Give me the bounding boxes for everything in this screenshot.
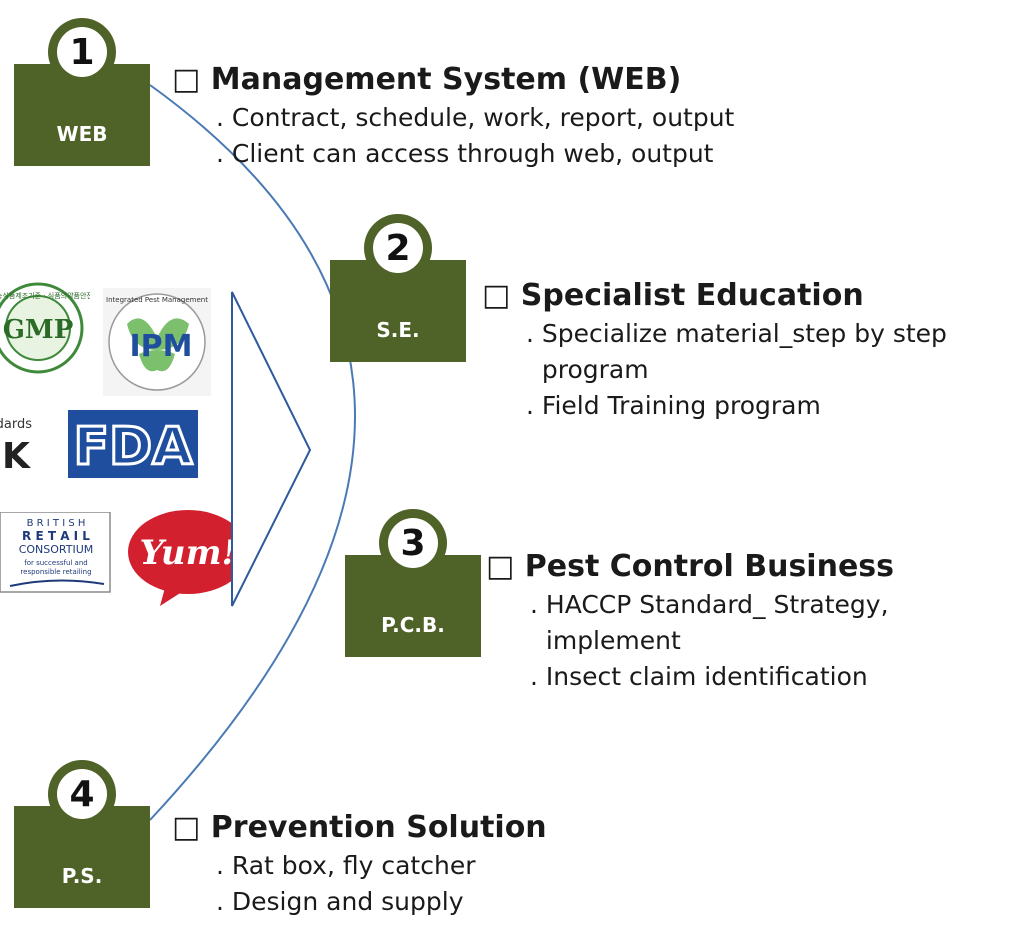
step-section-4: □ Prevention Solution . Rat box, fly cat… bbox=[172, 808, 547, 920]
step-number-4: 4 bbox=[57, 769, 107, 819]
brc-line: B R I T I S H bbox=[27, 518, 86, 529]
arc-path bbox=[149, 84, 356, 821]
step-line: . Design and supply bbox=[216, 887, 464, 916]
step-number-3: 3 bbox=[388, 518, 438, 568]
step-tag-1: WEB bbox=[56, 122, 108, 146]
step-line: . Specialize material_step by step bbox=[526, 319, 947, 348]
badge-square bbox=[345, 555, 481, 657]
yum-logo: Yum! bbox=[126, 508, 250, 608]
step-line: . Client can access through web, output bbox=[216, 139, 714, 168]
step-heading-1: □ Management System (WEB) bbox=[172, 62, 682, 97]
step-section-2: □ Specialist Education . Specialize mate… bbox=[482, 276, 947, 424]
step-line: . Rat box, fly catcher bbox=[216, 851, 476, 880]
fda-logo: FDA bbox=[68, 410, 198, 478]
standards-logo: dards K bbox=[0, 408, 34, 476]
badge-square bbox=[14, 806, 150, 908]
badge-square bbox=[14, 64, 150, 166]
yum-label: Yum! bbox=[140, 533, 237, 573]
step-section-1: □ Management System (WEB) . Contract, sc… bbox=[172, 60, 734, 172]
step-line: . HACCP Standard_ Strategy, bbox=[530, 590, 889, 619]
step-badge-3: 3 P.C.B. bbox=[345, 509, 481, 657]
gmp-logo: GMP 건강기능식품제조기준 · 식품의약품안전청 bbox=[0, 282, 90, 374]
brc-line: for successful and bbox=[24, 559, 87, 567]
badge-square bbox=[330, 260, 466, 362]
step-number-2: 2 bbox=[373, 223, 423, 273]
brc-logo: B R I T I S H R E T A I L CONSORTIUM for… bbox=[0, 512, 112, 594]
step-tag-2: S.E. bbox=[376, 318, 420, 342]
gmp-ring-text: 건강기능식품제조기준 · 식품의약품안전청 bbox=[0, 291, 90, 300]
brc-line: CONSORTIUM bbox=[19, 543, 94, 556]
ipm-label: IPM bbox=[129, 329, 192, 364]
step-badge-4: 4 P.S. bbox=[14, 760, 150, 908]
step-badge-1: 1 WEB bbox=[14, 18, 150, 166]
step-line: . Contract, schedule, work, report, outp… bbox=[216, 103, 735, 132]
brc-line: R E T A I L bbox=[22, 529, 90, 543]
standards-label: dards bbox=[0, 417, 32, 432]
gmp-label: GMP bbox=[3, 315, 74, 345]
step-tag-3: P.C.B. bbox=[381, 613, 445, 637]
ipm-ring-text: Integrated Pest Management bbox=[106, 296, 208, 304]
step-number-1: 1 bbox=[57, 27, 107, 77]
standards-mark: K bbox=[2, 436, 31, 476]
step-heading-2: □ Specialist Education bbox=[482, 278, 864, 313]
fda-label: FDA bbox=[74, 417, 193, 477]
step-line: . Field Training program bbox=[526, 391, 821, 420]
step-badge-2: 2 S.E. bbox=[330, 214, 466, 362]
step-tag-4: P.S. bbox=[61, 864, 103, 888]
ipm-logo: IPM Integrated Pest Management bbox=[103, 288, 211, 396]
step-heading-3: □ Pest Control Business bbox=[486, 549, 895, 584]
step-line: . Insect claim identification bbox=[530, 662, 868, 691]
step-section-3: □ Pest Control Business . HACCP Standard… bbox=[486, 547, 894, 695]
brc-line: responsible retailing bbox=[20, 568, 91, 576]
step-line: program bbox=[526, 355, 649, 384]
step-line: implement bbox=[530, 626, 681, 655]
step-heading-4: □ Prevention Solution bbox=[172, 810, 547, 845]
